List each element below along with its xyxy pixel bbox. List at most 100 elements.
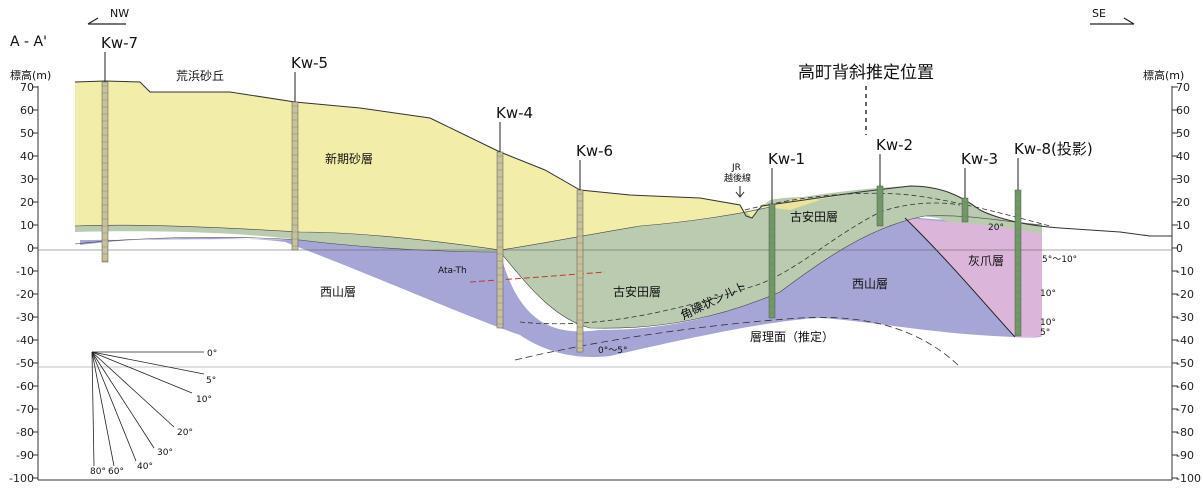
tick-label: 30: [1176, 173, 1190, 186]
dip-80: 80°: [90, 467, 106, 477]
well-label: Kw-2: [876, 136, 913, 154]
tick-label: -50: [1176, 357, 1194, 370]
anticline-label: 高町背斜推定位置: [798, 63, 934, 83]
borehole: Kw-4: [496, 104, 533, 329]
tick-label: -100: [1176, 472, 1201, 485]
dip-0: 0°: [207, 349, 217, 359]
borehole: Kw-5: [291, 54, 328, 251]
dip-kw8-d: 5°: [1040, 328, 1050, 338]
tick-label: 10: [20, 219, 34, 232]
dip-40: 40°: [137, 462, 153, 472]
jr-arrow: [735, 186, 745, 198]
tick-label: -70: [1176, 403, 1194, 416]
dip-30: 30°: [157, 448, 173, 458]
tick-label: -20: [16, 288, 34, 301]
boreholes: Kw-7 Kw-5Kw-4Kw-6 Kw-1 Kw-2Kw-3 Kw-8(投影): [101, 34, 1093, 353]
tick-label: 70: [20, 81, 34, 94]
tick-label: 30: [20, 173, 34, 186]
tick-label: -60: [16, 380, 34, 393]
well-label: Kw-4: [496, 104, 533, 122]
tick-label: -40: [1176, 334, 1194, 347]
nishiyama-left-label: 西山層: [320, 285, 356, 299]
tick-label: -30: [16, 311, 34, 324]
dip-10: 10°: [196, 395, 212, 405]
dip-20: 20°: [177, 428, 193, 438]
dip-kw6: 0°～5°: [598, 346, 627, 356]
tick-label: -60: [1176, 380, 1194, 393]
tick-label: 0: [27, 242, 34, 255]
bedding-plane-label: 層理面（推定）: [750, 329, 834, 344]
fault-line: [904, 217, 1016, 338]
tick-label: -80: [1176, 426, 1194, 439]
koyasuda-upper-label: 古安田層: [790, 209, 838, 224]
borehole: Kw-2: [876, 136, 913, 227]
borehole: Kw-1: [768, 150, 805, 319]
well-label: Kw-8(投影): [1014, 140, 1093, 158]
tick-label: -40: [16, 334, 34, 347]
dune-label: 荒浜砂丘: [176, 69, 224, 83]
ata-th-line: [469, 271, 606, 283]
koyasuda-layer: [75, 197, 1042, 329]
tick-label: -10: [1176, 265, 1194, 278]
tick-label: 20: [20, 196, 34, 209]
borehole: Kw-6: [576, 142, 613, 353]
svg-text:NW: NW: [110, 7, 129, 20]
section-title: A - A': [10, 34, 47, 50]
left-axis-ticks: 70 60 50 40 30 20 10 0 -10 -20 -30 -40 -50 -60 -70 -80 -…: [9, 81, 38, 485]
dip-kw3: 20°: [988, 223, 1004, 233]
tick-label: -50: [16, 357, 34, 370]
dip-scale: 0° 5° 10° 20° 30° 40° 60° 80°: [90, 349, 217, 477]
tick-label: -70: [16, 403, 34, 416]
tick-label: 60: [20, 104, 34, 117]
direction-se: SE: [1090, 7, 1135, 25]
jr-label: JR: [731, 163, 741, 173]
haizume-label: 灰爪層: [968, 254, 1004, 268]
well-label: Kw-5: [291, 54, 328, 72]
dip-kw8-b: 10°: [1040, 289, 1056, 299]
ground-surface-line: [74, 80, 1172, 237]
axis-label-left: 標高(m): [10, 68, 51, 82]
dip-kw8-c: 10°: [1040, 318, 1056, 328]
well-label: Kw-3: [961, 150, 998, 168]
tick-label: -90: [16, 449, 34, 462]
tick-label: -100: [9, 472, 34, 485]
bedding-dashed-line: [514, 317, 959, 366]
axis-label-right: 標高(m): [1143, 68, 1184, 82]
koyasuda-lower-label: 古安田層: [613, 284, 661, 299]
dune-sand-patch: [765, 198, 820, 210]
borehole: Kw-3: [961, 150, 998, 223]
tick-label: 40: [20, 150, 34, 163]
haizume-layer: [905, 218, 1042, 338]
direction-nw: NW: [87, 7, 129, 25]
new-sand-label: 新期砂層: [325, 151, 373, 166]
dip-5: 5°: [206, 376, 216, 386]
borehole: Kw-7: [101, 34, 138, 263]
svg-text:SE: SE: [1092, 7, 1106, 20]
tick-label: -80: [16, 426, 34, 439]
ata-th-label: Ata-Th: [438, 266, 467, 276]
tick-label: -10: [16, 265, 34, 278]
tick-label: 40: [1176, 150, 1190, 163]
tick-label: 0: [1176, 242, 1183, 255]
jr-line-label: 越後線: [724, 172, 751, 184]
tick-label: 20: [1176, 196, 1190, 209]
well-label: Kw-1: [768, 150, 805, 168]
tick-label: 50: [1176, 127, 1190, 140]
tick-label: 70: [1176, 81, 1190, 94]
well-label: Kw-6: [576, 142, 613, 160]
right-axis-ticks: 70 60 50 40 30 20 10 0 -10 -20 -30 -40 -50 -60 -70 -80 -…: [1172, 81, 1201, 485]
breccia-dashed-line: [519, 202, 961, 325]
koyasuda-upper-layer: [760, 186, 1042, 234]
tick-label: 60: [1176, 104, 1190, 117]
tick-label: -20: [1176, 288, 1194, 301]
dip-kw8-a: 5°～10°: [1042, 255, 1077, 265]
tick-label: -30: [1176, 311, 1194, 324]
boundary-line: [74, 206, 771, 251]
tick-label: 10: [1176, 219, 1190, 232]
dip-60: 60°: [108, 467, 124, 477]
tick-label: 50: [20, 127, 34, 140]
surface-dashed-line: [744, 192, 1051, 227]
tick-label: -90: [1176, 449, 1194, 462]
new-sand-layer: [75, 81, 860, 250]
